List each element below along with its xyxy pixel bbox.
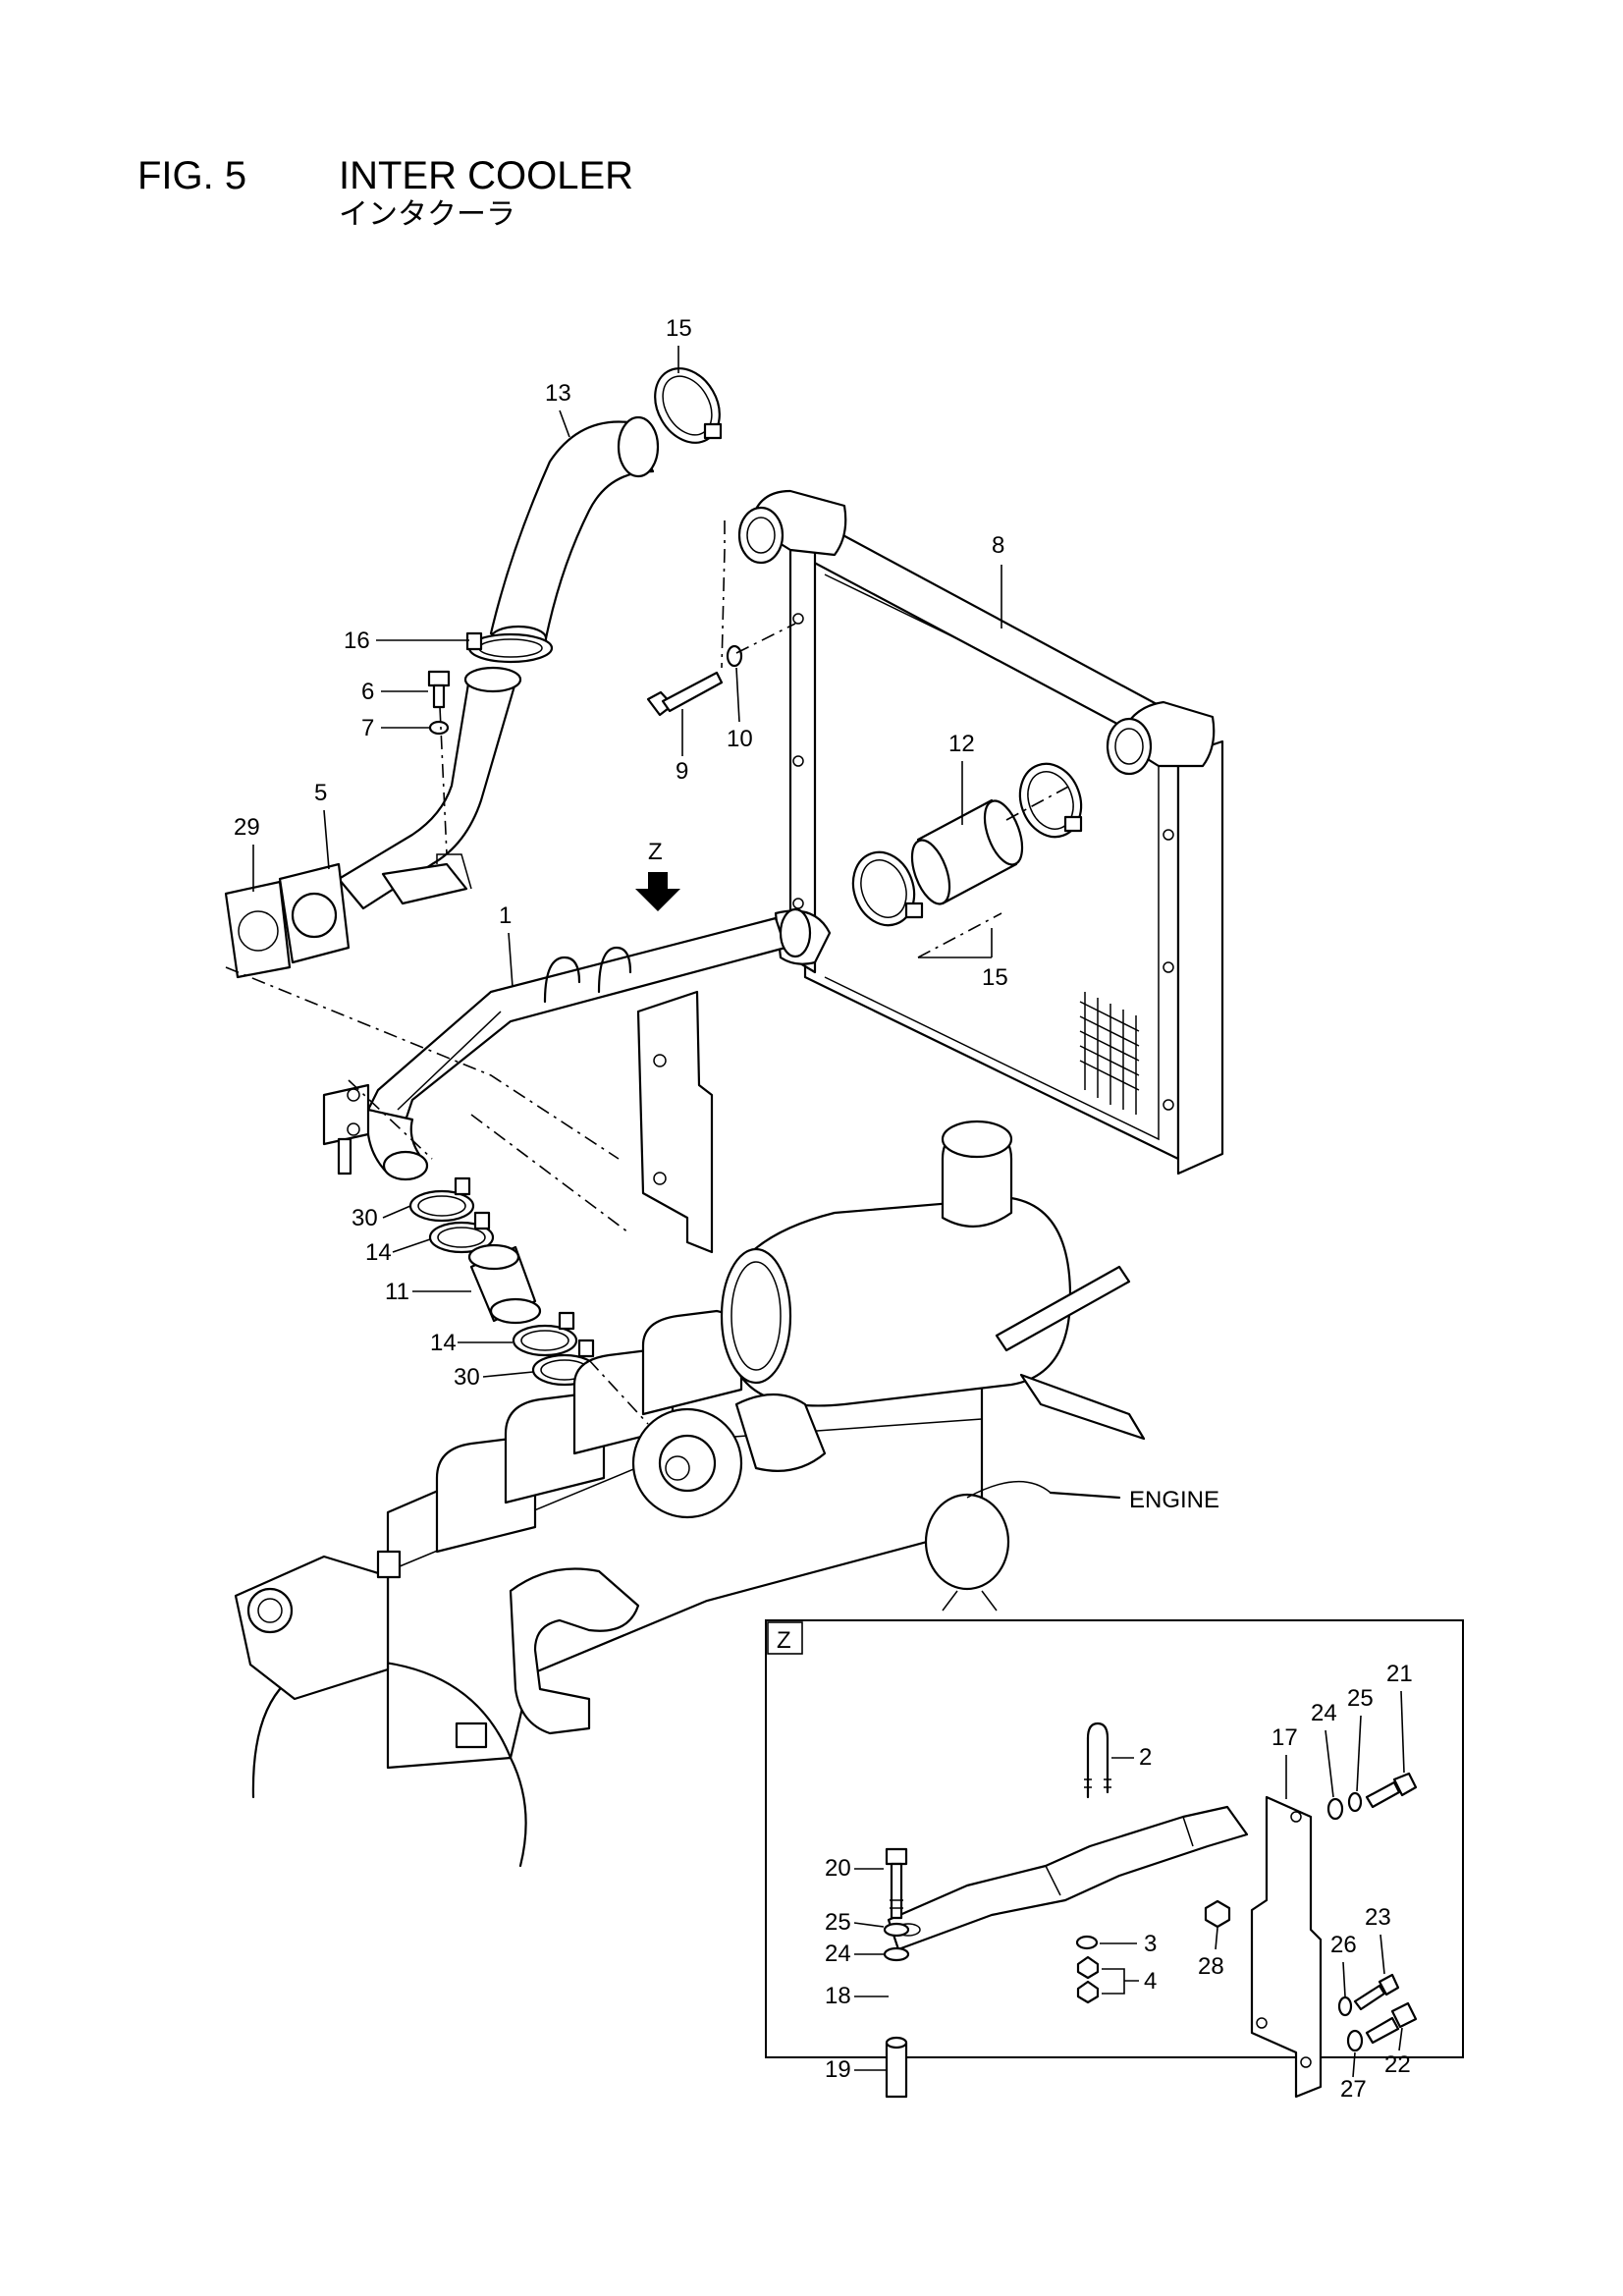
u-bolt-2: [1084, 1722, 1111, 1799]
callout-18: 18: [825, 1983, 851, 2009]
callout-15-lower: 15: [982, 964, 1008, 991]
callout-1: 1: [499, 902, 512, 929]
callout-14-lower: 14: [430, 1330, 457, 1356]
hose-clamp-14-lower: [512, 1311, 578, 1357]
hose-12: [910, 798, 1024, 905]
callout-28: 28: [1198, 1953, 1224, 1980]
washer-27: [1346, 2029, 1364, 2052]
callout-10: 10: [727, 726, 753, 752]
hose-clamp-15-lower: [851, 850, 924, 927]
callout-19: 19: [825, 2056, 851, 2083]
washer-3: [1075, 1935, 1099, 1950]
callout-3: 3: [1144, 1931, 1157, 1957]
hose-clamp-16: [465, 631, 554, 664]
callout-21: 21: [1386, 1661, 1413, 1687]
bracket-18: [887, 1805, 1249, 1951]
callout-25-right: 25: [1347, 1685, 1374, 1712]
callout-13: 13: [545, 380, 571, 407]
figure-title: INTER COOLER: [339, 154, 633, 197]
callout-5: 5: [314, 780, 327, 806]
bolt-23: [1353, 1973, 1400, 2011]
callout-7: 7: [361, 715, 374, 741]
callout-16: 16: [344, 628, 370, 654]
washer-10: [726, 644, 743, 668]
hose-clamp-15-right: [1018, 762, 1083, 839]
nut-4-upper: [1076, 1955, 1100, 1980]
callout-11: 11: [385, 1279, 409, 1305]
mount-plate-17: [1250, 1795, 1323, 2099]
washer-25-left: [883, 1922, 910, 1938]
callout-8: 8: [992, 532, 1004, 559]
callout-22: 22: [1384, 2051, 1411, 2078]
air-pipe-1: [322, 907, 812, 1181]
engine-label: ENGINE: [1129, 1487, 1219, 1513]
view-z-arrow-label: Z: [648, 839, 663, 865]
bolt-22: [1365, 2001, 1418, 2045]
callout-6: 6: [361, 679, 374, 705]
callout-12: 12: [948, 731, 975, 757]
hose-clamp-15-top: [654, 367, 723, 444]
nut-28: [1204, 1899, 1231, 1929]
callouts-main: 15 13 8 16 6 7 10 9 12 5 29 15 1 30 14 1…: [234, 315, 1219, 1513]
callout-2: 2: [1139, 1744, 1152, 1771]
callout-30-lower: 30: [454, 1364, 480, 1391]
callout-20: 20: [825, 1855, 851, 1882]
washer-24-left: [883, 1946, 910, 1962]
callout-27: 27: [1340, 2076, 1367, 2103]
bolt-9: [646, 671, 724, 717]
callout-25-left: 25: [825, 1909, 851, 1936]
callout-26: 26: [1330, 1932, 1357, 1958]
mount-plate: [636, 990, 714, 1254]
air-pipe-5: [337, 666, 522, 910]
bolt-21: [1365, 1772, 1418, 1809]
washer-24-right: [1326, 1797, 1344, 1821]
gasket-29: [224, 880, 292, 979]
callout-24-left: 24: [825, 1941, 851, 1967]
figure-subtitle-japanese: インタクーラ: [339, 198, 515, 231]
callout-4: 4: [1144, 1968, 1157, 1995]
hose-clamp-14-upper: [428, 1211, 495, 1254]
callout-23: 23: [1365, 1904, 1391, 1931]
figure-number: FIG. 5: [137, 154, 246, 197]
hose-13: [489, 415, 660, 652]
engine-assembly: [234, 1120, 1146, 1868]
hose-clamp-30-upper: [408, 1176, 475, 1223]
callout-15-top: 15: [666, 315, 692, 342]
callout-30-upper: 30: [352, 1205, 378, 1231]
washer-26: [1337, 1995, 1353, 2017]
bolt-6: [427, 670, 451, 709]
bolt-20: [885, 1847, 908, 1920]
callout-9: 9: [676, 758, 688, 785]
view-z-arrow: Z: [635, 839, 680, 911]
flange-5: [278, 862, 351, 964]
assembly-center-lines: [225, 520, 1071, 1425]
callout-29: 29: [234, 814, 260, 841]
washer-25-right: [1347, 1791, 1363, 1813]
collar-19: [885, 2036, 908, 2099]
inset-view-z-label: Z: [777, 1627, 791, 1654]
inset-view-z: Z: [765, 1619, 1464, 2103]
nut-4-lower: [1076, 1980, 1100, 2004]
callout-17: 17: [1271, 1724, 1298, 1751]
callout-24-right: 24: [1311, 1700, 1337, 1726]
hose-11: [467, 1243, 542, 1325]
callout-14-upper: 14: [365, 1239, 392, 1266]
washer-7: [428, 720, 450, 736]
